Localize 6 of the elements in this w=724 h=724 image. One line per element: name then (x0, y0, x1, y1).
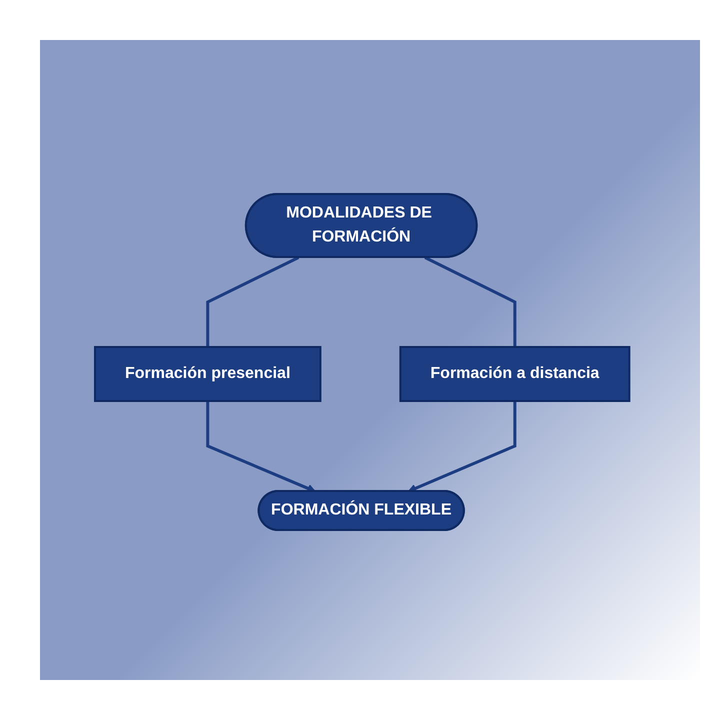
arrow (408, 401, 516, 492)
connector (206, 256, 300, 347)
arrow (206, 401, 316, 492)
node-box: Formación presencial (94, 346, 322, 402)
node-box: Formación a distancia (399, 346, 630, 402)
connector (424, 256, 516, 347)
